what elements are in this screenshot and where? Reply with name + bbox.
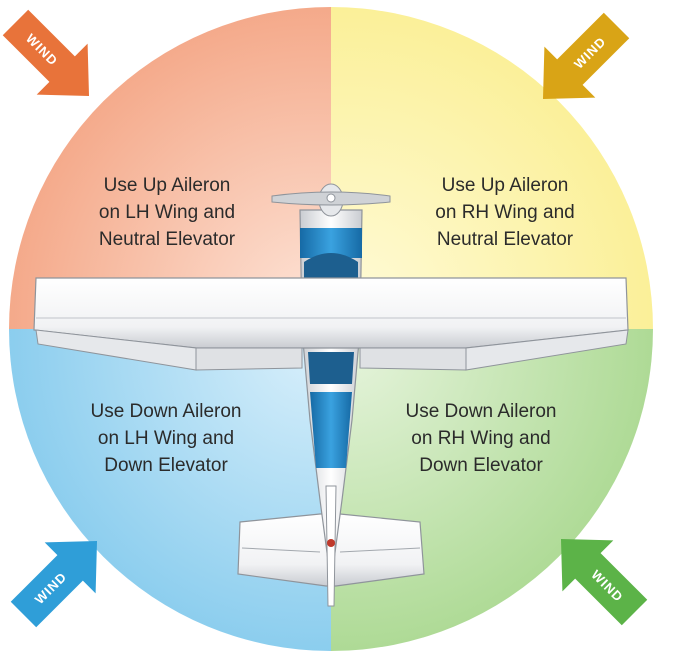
instruction-bottom-left-line3: Down Elevator: [104, 455, 228, 476]
instruction-bottom-right-line2: on RH Wing and: [411, 428, 551, 449]
instruction-top-left-line1: Use Up Aileron: [103, 175, 231, 196]
tail-stripe: [310, 392, 352, 468]
wind-arrow-top-left: WIND: [2, 9, 90, 97]
airplane-top-view: [33, 183, 629, 607]
instruction-bottom-left-line2: on LH Wing and: [97, 428, 235, 449]
instruction-bottom-right: Use Down Aileron on RH Wing and Down Ele…: [370, 398, 592, 479]
instruction-top-right-line2: on RH Wing and: [435, 202, 575, 223]
quadrant-top-right: [331, 7, 653, 329]
instruction-bottom-right-line3: Down Elevator: [419, 455, 543, 476]
instruction-bottom-left-line1: Use Down Aileron: [90, 401, 242, 422]
instruction-top-left-line3: Neutral Elevator: [98, 229, 236, 250]
instruction-top-left: Use Up Aileron on LH Wing and Neutral El…: [62, 172, 272, 253]
instruction-bottom-right-line1: Use Down Aileron: [405, 401, 557, 422]
instruction-top-right-line1: Use Up Aileron: [441, 175, 569, 196]
instruction-bottom-left: Use Down Aileron on LH Wing and Down Ele…: [55, 398, 277, 479]
instruction-top-right: Use Up Aileron on RH Wing and Neutral El…: [400, 172, 610, 253]
quadrant-top-left: [9, 7, 331, 329]
rear-window: [308, 352, 354, 384]
instruction-top-left-line2: on LH Wing and: [98, 202, 236, 223]
left-flap: [195, 347, 303, 371]
main-wing: [33, 277, 629, 349]
cowling-stripe: [300, 228, 362, 258]
instruction-top-right-line3: Neutral Elevator: [436, 229, 574, 250]
right-flap: [359, 347, 467, 371]
